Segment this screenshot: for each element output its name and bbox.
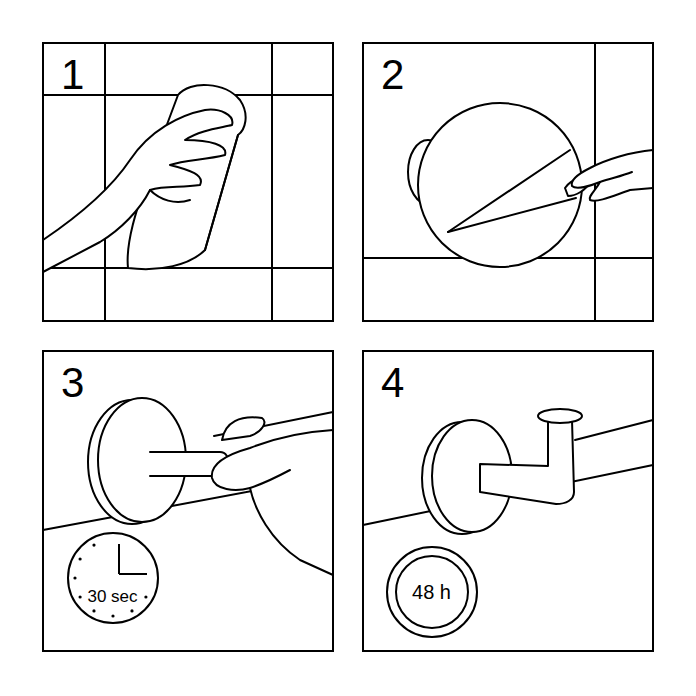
cure-time-badge: 48 h <box>386 546 478 638</box>
step-panel: 3 30 sec <box>42 350 334 652</box>
step-panel: 4 48 h <box>362 350 654 652</box>
dial-hand <box>119 573 147 575</box>
time-label: 30 sec <box>87 587 137 607</box>
dial-dot <box>130 609 133 612</box>
hook-illustration <box>363 409 653 534</box>
dial-marks <box>69 534 157 622</box>
dial-dot <box>92 609 95 612</box>
dial-dot <box>78 557 81 560</box>
dial-dot <box>73 576 76 579</box>
dial-dot <box>144 595 147 598</box>
step-panel: 1 <box>42 42 334 322</box>
step-number: 1 <box>61 54 332 96</box>
peel-illustration <box>363 43 653 321</box>
wipe-illustration <box>43 43 333 321</box>
dial-dot <box>92 543 95 546</box>
dial-dot <box>78 595 81 598</box>
step-number: 3 <box>61 362 332 404</box>
step-panel: 2 <box>362 42 654 322</box>
timer-dial: 30 sec <box>67 532 159 624</box>
dial-dot <box>111 614 114 617</box>
step-number: 4 <box>381 362 652 404</box>
step-number: 2 <box>381 54 652 96</box>
time-label: 48 h <box>412 580 451 604</box>
dial-hand <box>118 544 120 574</box>
